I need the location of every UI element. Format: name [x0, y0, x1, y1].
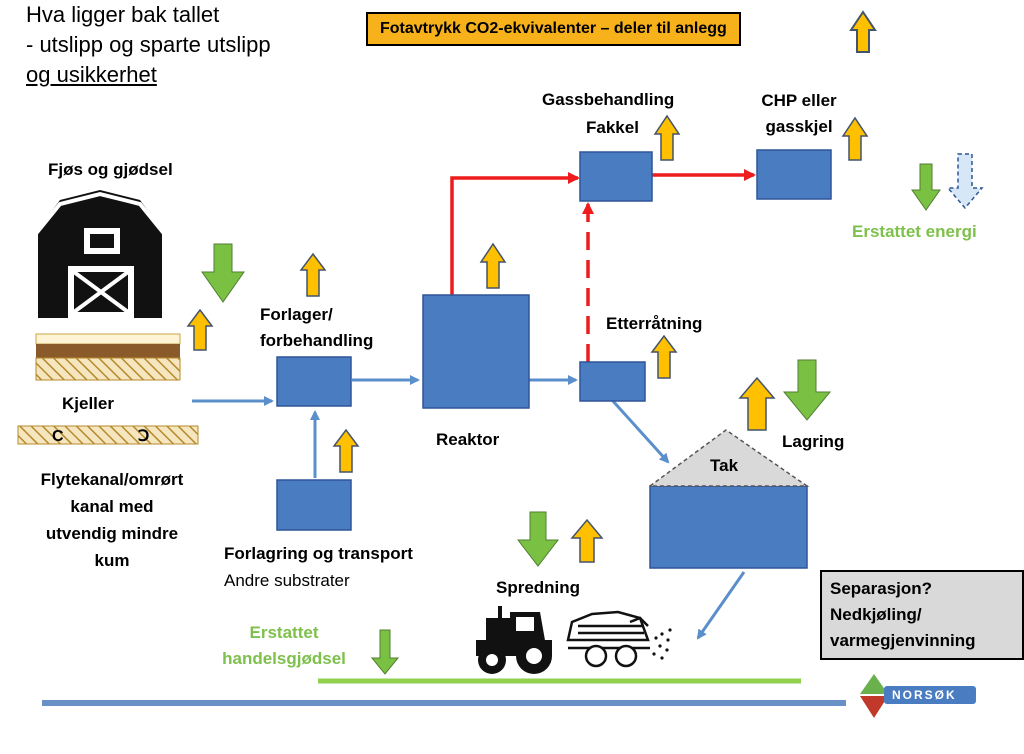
etterratning-emission-arrow-icon [650, 334, 678, 379]
barn-icon [32, 190, 168, 318]
etterratning-box [579, 361, 646, 402]
manure-spreader-icon [566, 610, 672, 668]
forlager-box [276, 356, 352, 407]
forlager-line-1: Forlager/ [260, 305, 333, 324]
cellar-emission-arrow-icon [186, 308, 214, 351]
flytekanal-line-1: Flytekanal/omrørt [40, 470, 184, 489]
spredning-saving-arrow-icon [516, 511, 560, 567]
erstattet-energi-label: Erstattet energi [852, 222, 977, 241]
chp-label: CHP eller gasskjel [744, 88, 854, 140]
forlager-line-2: forbehandling [260, 331, 374, 350]
energy-dashed-arrow-icon [946, 153, 984, 210]
forlagring-box [276, 479, 352, 531]
lagring-saving-arrow-icon [782, 359, 832, 421]
flow-lines [192, 375, 746, 640]
fakkel-label: Fakkel [586, 118, 639, 137]
norsok-logo-text: NORSØK [892, 688, 957, 702]
gassbehandling-label: Gassbehandling [542, 90, 675, 109]
intro-heading: Hva ligger bak tallet - utslipp og spart… [26, 0, 271, 90]
separasjon-line-1: Separasjon? [830, 579, 933, 598]
erstattet-handel-line-2: handelsgjødsel [222, 649, 346, 668]
energy-saving-arrow-icon [911, 163, 941, 211]
tractor-icon [476, 606, 552, 674]
fertilizer-saving-arrow-icon [370, 629, 400, 675]
svg-text:Ↄ: Ↄ [138, 428, 149, 445]
gassbehandling-box [579, 151, 653, 202]
etterratning-label: Etterråtning [606, 314, 703, 333]
flytekanal-label: Flytekanal/omrørt kanal med utvendig min… [14, 466, 210, 574]
lagring-label: Lagring [782, 432, 845, 451]
title-emission-arrow-icon [849, 10, 877, 53]
chp-emission-arrow-icon [841, 116, 869, 161]
separasjon-line-2: Nedkjøling/ [830, 605, 922, 624]
erstattet-handelsgjodsel-label: Erstattet handelsgjødsel [206, 620, 362, 672]
lagring-emission-arrow-icon [738, 376, 776, 431]
intro-line-1: Hva ligger bak tallet [26, 2, 220, 27]
fakkel-emission-arrow-icon [653, 114, 681, 161]
cellar-icon [35, 333, 181, 381]
flytekanal-line-3: utvendig mindre [45, 524, 179, 543]
reaktor-label: Reaktor [436, 430, 500, 449]
lagring-box [649, 485, 808, 569]
separasjon-line-3: varmegjenvinning [830, 631, 976, 650]
gas-lines [450, 169, 756, 362]
chp-line-2: gasskjel [765, 117, 833, 136]
flytekanal-line-4: kum [94, 551, 130, 570]
floating-channel-icon: C Ↄ [17, 425, 199, 445]
reaktor-box [422, 294, 530, 409]
spredning-label: Spredning [496, 578, 581, 597]
tak-label: Tak [710, 456, 739, 475]
norsok-logo [860, 674, 976, 718]
reaktor-emission-arrow-icon [479, 242, 507, 289]
tak-roof [647, 429, 810, 487]
erstattet-handel-line-1: Erstattet [249, 623, 319, 642]
intro-line-2: - utslipp og sparte utslipp [26, 32, 271, 57]
barn-saving-arrow-icon [201, 243, 245, 303]
forlager-emission-arrow-icon [299, 252, 327, 297]
spredning-emission-arrow-icon [570, 518, 604, 563]
intro-line-3: og usikkerhet [26, 62, 157, 87]
forlager-label: Forlager/ forbehandling [260, 302, 373, 354]
kjeller-label: Kjeller [62, 394, 114, 413]
forlagring-label: Forlagring og transport [224, 544, 413, 563]
chp-box [756, 149, 832, 200]
forlagring-emission-arrow-icon [332, 428, 360, 473]
chp-line-1: CHP eller [761, 91, 837, 110]
flytekanal-line-2: kanal med [70, 497, 154, 516]
andre-substrater-label: Andre substrater [224, 571, 350, 590]
separasjon-box: Separasjon? Nedkjøling/ varmegjenvinning [820, 570, 1024, 660]
fjos-label: Fjøs og gjødsel [48, 160, 173, 179]
title-box: Fotavtrykk CO2-ekvivalenter – deler til … [366, 12, 741, 46]
svg-text:C: C [52, 428, 64, 445]
